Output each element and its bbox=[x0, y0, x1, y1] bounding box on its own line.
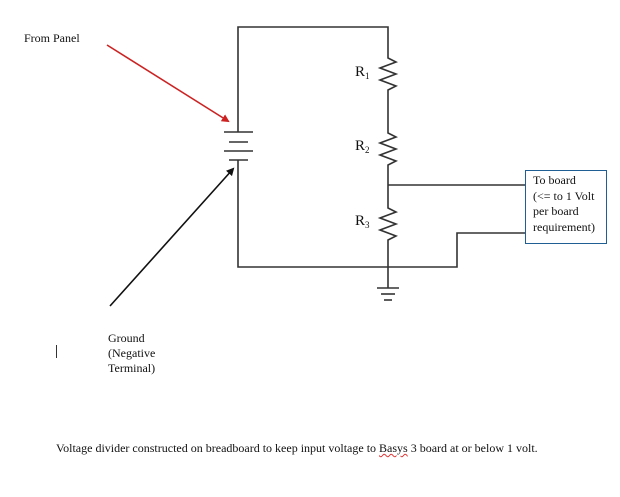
battery-symbol bbox=[224, 131, 253, 161]
resistor-label-r1: R1 bbox=[355, 64, 370, 84]
misspelled-word[interactable]: Basys bbox=[379, 441, 408, 455]
ground-label: Ground (Negative Terminal) bbox=[108, 331, 178, 376]
resistor-label-name: R bbox=[355, 64, 366, 80]
resistor-label-name: R bbox=[355, 213, 366, 229]
ground-symbol bbox=[377, 287, 399, 301]
resistor-label-subscript: 1 bbox=[365, 71, 370, 81]
bottom-wire bbox=[237, 160, 388, 268]
resistor-r3 bbox=[377, 205, 399, 288]
resistor-label-r2: R2 bbox=[355, 138, 370, 158]
resistor-r2 bbox=[377, 130, 399, 205]
resistor-label-subscript: 3 bbox=[365, 220, 370, 230]
resistor-label-r3: R3 bbox=[355, 213, 370, 233]
text-cursor bbox=[56, 345, 57, 358]
ground-label-line: Terminal) bbox=[108, 361, 156, 375]
resistor-label-name: R bbox=[355, 138, 366, 154]
to-board-box: To board (<= to 1 Volt per board require… bbox=[525, 170, 607, 244]
to-board-line: requirement) bbox=[533, 219, 595, 234]
from-panel-label: From Panel bbox=[24, 31, 80, 45]
resistor-r1 bbox=[377, 55, 399, 130]
caption-text: 3 board at or below 1 volt. bbox=[407, 441, 538, 455]
ground-label-line: Ground bbox=[108, 331, 145, 345]
from-panel-arrow bbox=[106, 44, 230, 123]
to-board-line: To board bbox=[533, 173, 576, 187]
top-wire bbox=[237, 26, 389, 132]
figure-caption: Voltage divider constructed on breadboar… bbox=[56, 440, 566, 456]
to-board-line: (<= to 1 Volt bbox=[533, 188, 595, 203]
ground-label-line: (Negative bbox=[108, 346, 156, 360]
caption-text: Voltage divider constructed on breadboar… bbox=[56, 441, 380, 455]
ground-arrow bbox=[109, 167, 235, 307]
ground-return-wire bbox=[388, 232, 525, 268]
to-board-line: per board bbox=[533, 204, 579, 218]
resistor-label-subscript: 2 bbox=[365, 145, 370, 155]
